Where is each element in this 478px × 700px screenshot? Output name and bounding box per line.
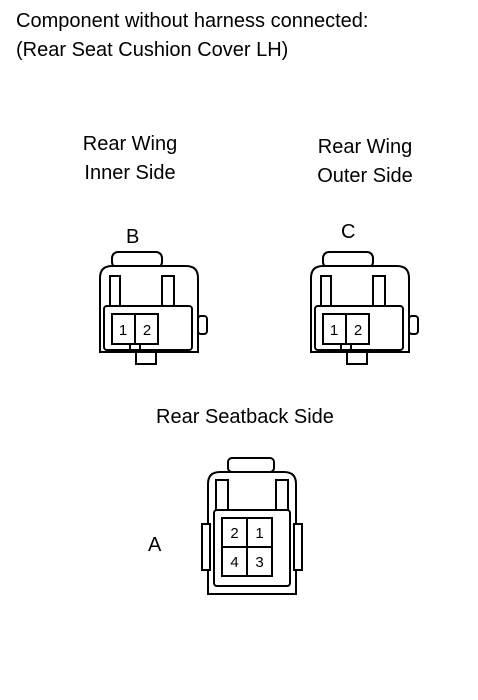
connector-a-pin-4: 4 bbox=[230, 554, 238, 571]
connector-c-pin-1: 1 bbox=[330, 322, 338, 339]
connector-b-label-line2: Inner Side bbox=[84, 162, 176, 184]
connector-b-pin-1: 1 bbox=[119, 322, 127, 339]
connector-c-label-line2: Outer Side bbox=[317, 165, 413, 187]
connector-a-label: Rear Seatback Side bbox=[156, 406, 334, 428]
diagram-title: Component without harness connected: bbox=[16, 10, 369, 32]
connector-b-pin-2: 2 bbox=[143, 322, 151, 339]
connector-a-letter: A bbox=[148, 534, 162, 556]
connector-a-diagram: 2 1 4 3 bbox=[201, 457, 303, 595]
connector-c-pin-2: 2 bbox=[354, 322, 362, 339]
connector-a-pin-1: 1 bbox=[255, 525, 263, 542]
connector-c-letter: C bbox=[341, 221, 356, 243]
connector-b-letter: B bbox=[126, 226, 140, 248]
connector-c-label-line1: Rear Wing bbox=[317, 136, 413, 158]
diagram-subtitle: (Rear Seat Cushion Cover LH) bbox=[16, 39, 289, 61]
connector-c-diagram: 1 2 bbox=[310, 251, 419, 365]
connector-b-label-line1: Rear Wing bbox=[82, 133, 178, 155]
connector-a-pin-3: 3 bbox=[255, 554, 263, 571]
connector-b-diagram: 1 2 bbox=[99, 251, 208, 365]
connector-a-pin-2: 2 bbox=[230, 525, 238, 542]
